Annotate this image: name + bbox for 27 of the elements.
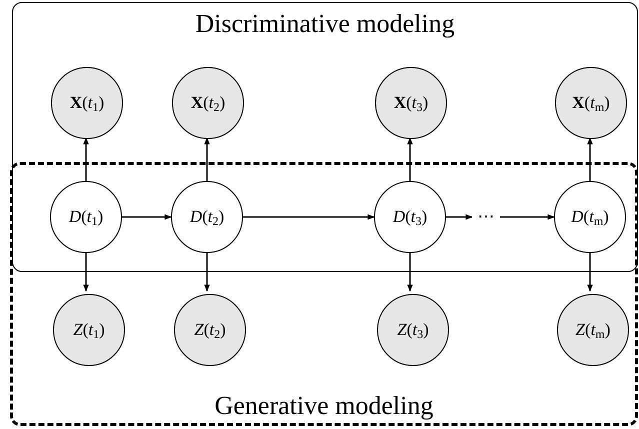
arrow [83, 253, 89, 292]
arrow [122, 214, 172, 220]
arrow [204, 137, 210, 181]
arrow [407, 137, 413, 181]
node-label: Z(t$_{3}$) [397, 320, 429, 340]
group-title: Generative modeling [214, 391, 434, 421]
node-label: D(t$_{3}$) [392, 207, 428, 227]
arrow [83, 137, 89, 181]
node-label: Z(t$_{2}$) [194, 320, 226, 340]
group-title: Discriminative modeling [194, 9, 456, 39]
node-label: Z(t$_{1}$) [73, 320, 105, 340]
node-label: D(t$_{m}$) [571, 207, 609, 227]
arrow [587, 253, 593, 292]
node-label: X(t$_{1}$) [70, 93, 104, 113]
node-label: X(t$_{2}$) [190, 93, 226, 113]
arrow [446, 214, 473, 220]
node-label: X(t$_{m}$) [572, 93, 610, 113]
arrow [500, 214, 555, 220]
node-label: ⋯ [478, 207, 494, 227]
node-label: D(t$_{1}$) [68, 207, 104, 227]
node-label: D(t$_{2}$) [190, 207, 224, 227]
arrow [407, 253, 413, 292]
arrow [204, 253, 210, 292]
arrow [243, 214, 375, 220]
arrow [587, 137, 593, 181]
node-label: X(t$_{3}$) [394, 93, 428, 113]
node-label: Z(t$_{m}$) [576, 320, 610, 340]
